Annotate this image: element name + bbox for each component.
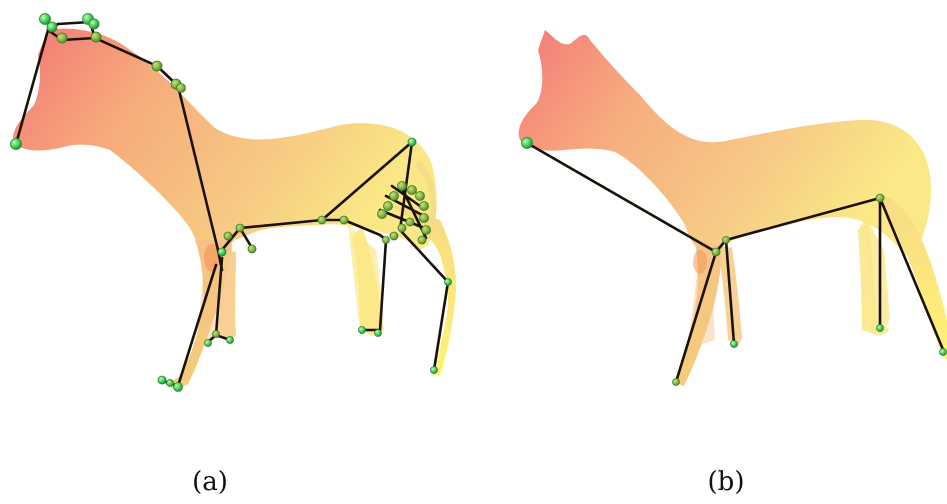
joint xyxy=(711,247,721,257)
joint xyxy=(672,378,680,386)
joint xyxy=(176,83,186,93)
caption-a: (a) xyxy=(192,467,228,497)
bone xyxy=(14,28,50,146)
joint xyxy=(204,339,212,347)
joint xyxy=(397,223,407,233)
panel-b: (b) xyxy=(518,30,947,497)
joint xyxy=(419,213,429,223)
joint xyxy=(407,137,417,147)
joint xyxy=(407,185,417,195)
joint xyxy=(382,236,390,244)
horse-silhouette-a xyxy=(13,28,456,390)
joint xyxy=(247,244,257,254)
joint xyxy=(226,336,234,344)
joint xyxy=(421,225,431,235)
joints-a xyxy=(10,13,452,392)
joint xyxy=(521,137,533,149)
joint xyxy=(876,324,884,332)
joint xyxy=(217,247,227,257)
bone xyxy=(93,36,159,68)
bone xyxy=(674,250,718,384)
joint xyxy=(389,191,399,201)
joint xyxy=(10,138,22,150)
bone xyxy=(342,218,382,237)
joints-b xyxy=(521,137,947,386)
joint xyxy=(374,329,382,337)
joint xyxy=(317,215,327,225)
joint xyxy=(444,278,452,286)
bone xyxy=(878,196,946,354)
joint xyxy=(173,382,183,392)
joint xyxy=(730,340,738,348)
bone xyxy=(320,140,414,222)
bone xyxy=(176,84,220,252)
bone xyxy=(724,196,882,242)
bone xyxy=(176,263,218,388)
joint xyxy=(405,217,415,227)
bone xyxy=(432,280,450,372)
joint xyxy=(875,193,885,203)
joint xyxy=(389,231,399,241)
joint xyxy=(939,348,947,356)
bone xyxy=(724,238,736,346)
joint xyxy=(212,330,220,338)
bone xyxy=(378,238,388,332)
joint xyxy=(339,215,349,225)
joint xyxy=(419,201,429,211)
bone xyxy=(525,141,718,254)
joint xyxy=(166,379,174,387)
joint xyxy=(417,235,427,245)
joint xyxy=(151,60,163,72)
panel-a: (a) xyxy=(10,13,456,497)
joint xyxy=(39,13,51,25)
joint xyxy=(377,209,387,219)
joint xyxy=(397,181,407,191)
joint xyxy=(88,18,100,30)
joint xyxy=(46,21,58,33)
bone xyxy=(238,218,324,230)
bone xyxy=(378,208,426,230)
joint xyxy=(430,366,438,374)
skeleton-b xyxy=(525,141,946,384)
joint xyxy=(235,223,245,233)
joint xyxy=(383,201,393,211)
joint xyxy=(56,32,68,44)
joint xyxy=(157,375,167,385)
bone xyxy=(60,36,97,42)
joint xyxy=(722,236,730,244)
caption-b: (b) xyxy=(708,467,745,497)
bone xyxy=(214,256,224,337)
joint xyxy=(358,326,366,334)
bone xyxy=(398,228,450,284)
joint xyxy=(415,191,425,201)
joint xyxy=(90,31,102,43)
joint xyxy=(223,231,233,241)
